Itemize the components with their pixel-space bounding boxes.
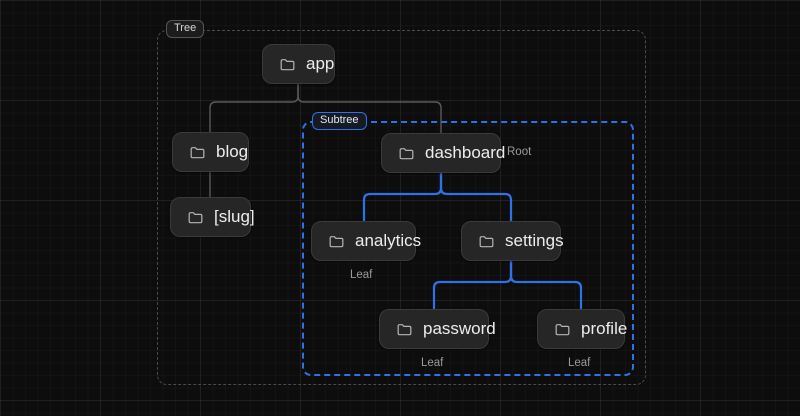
node-label: password [423, 319, 496, 338]
node-label: analytics [355, 231, 422, 250]
folder-icon [399, 147, 414, 159]
folder-icon [190, 146, 205, 158]
subtree-group-badge: Subtree [312, 112, 367, 130]
caption-root: Root [507, 146, 532, 158]
node-analytics[interactable]: analytics [311, 221, 421, 261]
node-app[interactable]: app [262, 44, 335, 84]
folder-icon [555, 323, 570, 335]
node-password[interactable]: password [379, 309, 496, 349]
caption-leaf-password: Leaf [421, 357, 444, 369]
folder-icon [479, 235, 494, 247]
folder-icon [280, 58, 295, 70]
node-label: app [306, 54, 335, 73]
tree-group-badge: Tree [166, 20, 205, 38]
node-settings[interactable]: settings [461, 221, 564, 261]
node-label: [slug] [214, 207, 255, 226]
folder-icon [397, 323, 412, 335]
node-slug[interactable]: [slug] [170, 197, 255, 237]
node-blog[interactable]: blog [172, 132, 249, 172]
node-dashboard[interactable]: dashboard [381, 133, 505, 173]
node-label: dashboard [425, 143, 506, 162]
folder-icon [329, 235, 344, 247]
node-label: profile [581, 319, 628, 338]
node-profile[interactable]: profile [537, 309, 628, 349]
node-label: settings [505, 231, 564, 250]
caption-leaf-profile: Leaf [568, 357, 591, 369]
tree-group-container: Tree [157, 20, 646, 385]
node-label: blog [216, 142, 249, 161]
caption-leaf-analytics: Leaf [350, 269, 373, 281]
folder-icon [188, 211, 203, 223]
